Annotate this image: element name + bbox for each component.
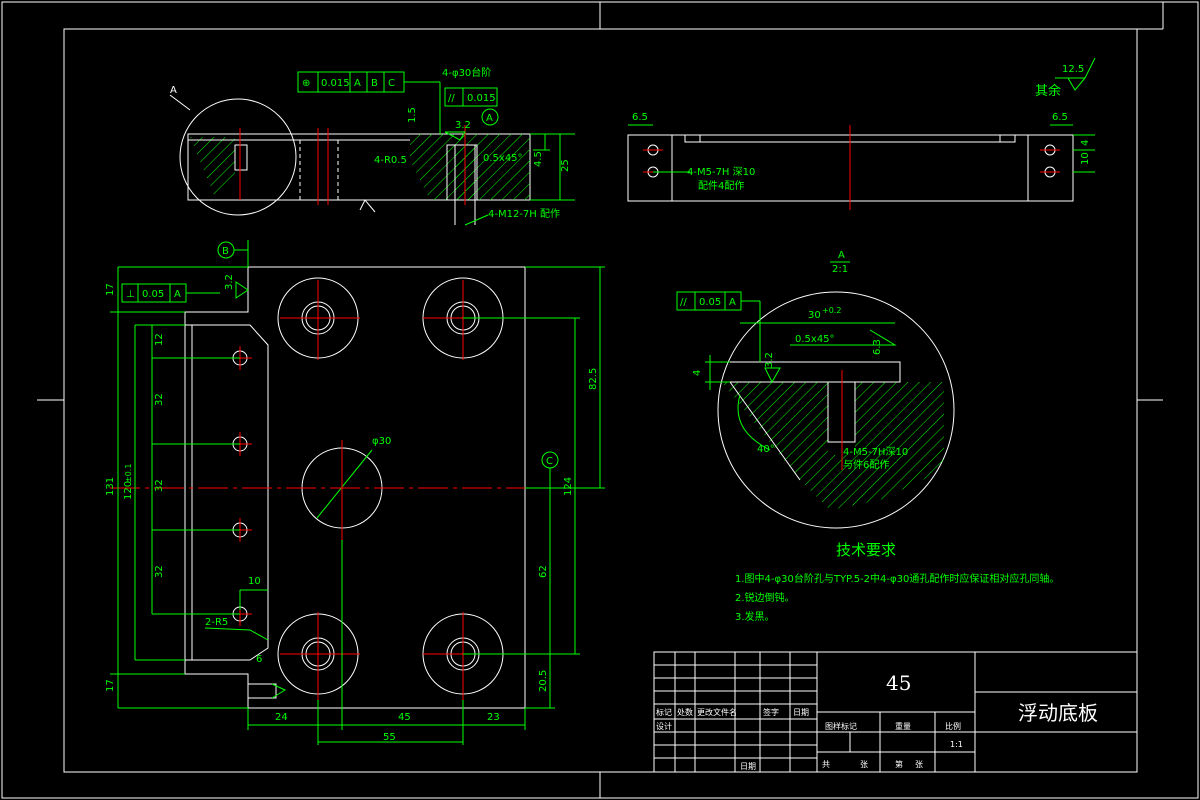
dim-55: 55 <box>383 732 396 743</box>
dim-32c: 32 <box>154 565 165 578</box>
detail-tapped: 4-M5-7H深10 <box>843 446 908 458</box>
sub-tol-value: 0.015 <box>467 93 496 104</box>
top-dim-25: 25 <box>560 159 571 172</box>
detail-d63: 6.3 <box>872 339 883 355</box>
top-chamfer: 0.5x45° <box>483 153 523 164</box>
detail-chamfer: 0.5x45° <box>795 334 835 345</box>
hole-note: 4-φ30台阶 <box>442 66 491 79</box>
detail-label: A <box>838 250 845 261</box>
tech-item-3: 3.发黑。 <box>735 610 775 623</box>
rough-other-value: 12.5 <box>1062 64 1084 75</box>
tol-datum-c: C <box>388 78 395 89</box>
tb-ratio: 比例 <box>945 721 961 731</box>
phi30-label: φ30 <box>372 436 391 447</box>
dim-10: 10 <box>248 576 261 587</box>
datum-b: B <box>222 246 229 257</box>
detail-d32: 3.2 <box>764 352 775 368</box>
tol-datum-a: A <box>354 78 361 89</box>
top-section-view: A ⊕ 0.015 A B C 4-φ30台阶 // 0.015 3.2 A 4… <box>169 66 575 226</box>
tech-item-2: 2.锐边倒钝。 <box>735 591 795 604</box>
detail-d4: 4 <box>692 370 703 376</box>
detail-angle: 40° <box>757 444 775 455</box>
perp-value: 0.05 <box>142 289 164 300</box>
side-view: 6.5 6.5 4 10 4-M5-7H 深10 配件4配作 12.5 其余 <box>627 57 1096 210</box>
tb-total: 共 <box>822 760 830 769</box>
tb-weight: 重量 <box>895 721 911 731</box>
side-d1: 6.5 <box>632 112 648 123</box>
par-value: 0.05 <box>699 297 721 308</box>
dim-2r5: 2-R5 <box>205 617 228 628</box>
top-tapped: 4-M12-7H 配作 <box>488 208 560 220</box>
tb-sheet-no: 第 <box>895 759 903 769</box>
dim-32b: 32 <box>154 479 165 492</box>
datum-c: C <box>546 456 553 467</box>
dim-120-tol: ±0.1 <box>124 464 133 483</box>
top-dim-45: 4.5 <box>533 151 544 167</box>
rough-other-label: 其余 <box>1035 83 1061 99</box>
tb-change-doc: 更改文件名 <box>697 707 737 717</box>
dim-17b: 17 <box>105 679 116 692</box>
top-roughness: 3.2 <box>455 120 471 131</box>
detail-tapped2: 与件6配作 <box>843 459 889 471</box>
detail-view-a: A 2:1 // 0.05 A 30 +0.2 0.5x45° 6.3 3.2 … <box>676 250 955 529</box>
tb-stage-mark: 图样标记 <box>825 721 857 731</box>
tech-item-1: 1.图中4-φ30台阶孔与TYP.5-2中4-φ30通孔配作时应保证相对应孔同轴… <box>735 572 1059 585</box>
tb-material: 45 <box>886 671 911 695</box>
tb-date: 日期 <box>793 708 809 717</box>
detail-d30: 30 <box>808 310 821 321</box>
dim-6: 6 <box>256 654 262 665</box>
detail-d30-tol: +0.2 <box>822 306 841 315</box>
dim-82: 82.5 <box>588 368 599 390</box>
top-dim-15: 1.5 <box>407 107 418 123</box>
perp-symbol: ⊥ <box>126 289 135 300</box>
dim-12: 12 <box>154 333 165 346</box>
detail-scale: 2:1 <box>832 264 848 275</box>
side-d2: 6.5 <box>1052 112 1068 123</box>
dim-23: 23 <box>487 712 500 723</box>
dim-120: 120 <box>123 481 134 500</box>
dim-205: 20.5 <box>538 670 549 692</box>
tol-value: 0.015 <box>321 78 350 89</box>
tech-requirements: 技术要求 1.图中4-φ30台阶孔与TYP.5-2中4-φ30通孔配作时应保证相… <box>735 541 1059 623</box>
sub-tol-symbol: // <box>448 93 455 104</box>
tb-sign: 签字 <box>763 707 779 717</box>
dim-17a: 17 <box>105 283 116 296</box>
tb-sheet-unit: 张 <box>915 760 923 769</box>
top-radius: 4-R0.5 <box>374 155 407 166</box>
dim-45: 45 <box>398 712 411 723</box>
dim-131: 131 <box>105 477 116 496</box>
side-d3: 4 <box>1080 140 1091 146</box>
tol-symbol: ⊕ <box>302 78 310 89</box>
title-block: 标记 处数 更改文件名 签字 日期 设计 日期 图样标记 重量 比例 1:1 共… <box>653 651 1138 773</box>
tb-sheet: 张 <box>860 760 868 769</box>
tb-date2: 日期 <box>740 762 756 771</box>
tol-datum-b: B <box>371 78 378 89</box>
tech-heading: 技术要求 <box>836 541 896 559</box>
par-symbol: // <box>680 297 687 308</box>
detail-a-marker: A <box>170 85 177 96</box>
side-tapped: 4-M5-7H 深10 <box>687 166 755 178</box>
tb-part-name: 浮动底板 <box>1018 701 1098 725</box>
tb-mark: 标记 <box>656 707 672 717</box>
side-d4: 10 <box>1080 152 1091 165</box>
dim-32a: 32 <box>154 393 165 406</box>
tb-design: 设计 <box>656 721 672 731</box>
tb-scale: 1:1 <box>950 740 963 749</box>
dim-124: 124 <box>563 477 574 496</box>
dim-24: 24 <box>275 712 288 723</box>
side-tapped2: 配件4配作 <box>698 180 744 192</box>
main-rough: 3.2 <box>224 274 235 290</box>
par-datum: A <box>729 297 736 308</box>
top-datum-a: A <box>486 113 493 124</box>
tb-count: 处数 <box>677 707 693 717</box>
dim-62: 62 <box>538 565 549 578</box>
main-plan-view: φ30 17 17 131 1 <box>105 240 605 745</box>
perp-datum: A <box>174 289 181 300</box>
